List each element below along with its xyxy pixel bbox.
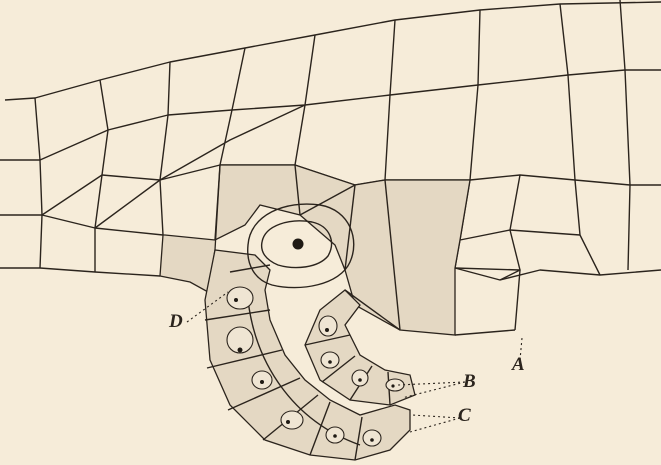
- label-b: B: [463, 372, 476, 391]
- label-d: D: [169, 312, 183, 331]
- label-c: C: [458, 406, 471, 425]
- label-a: A: [512, 355, 525, 374]
